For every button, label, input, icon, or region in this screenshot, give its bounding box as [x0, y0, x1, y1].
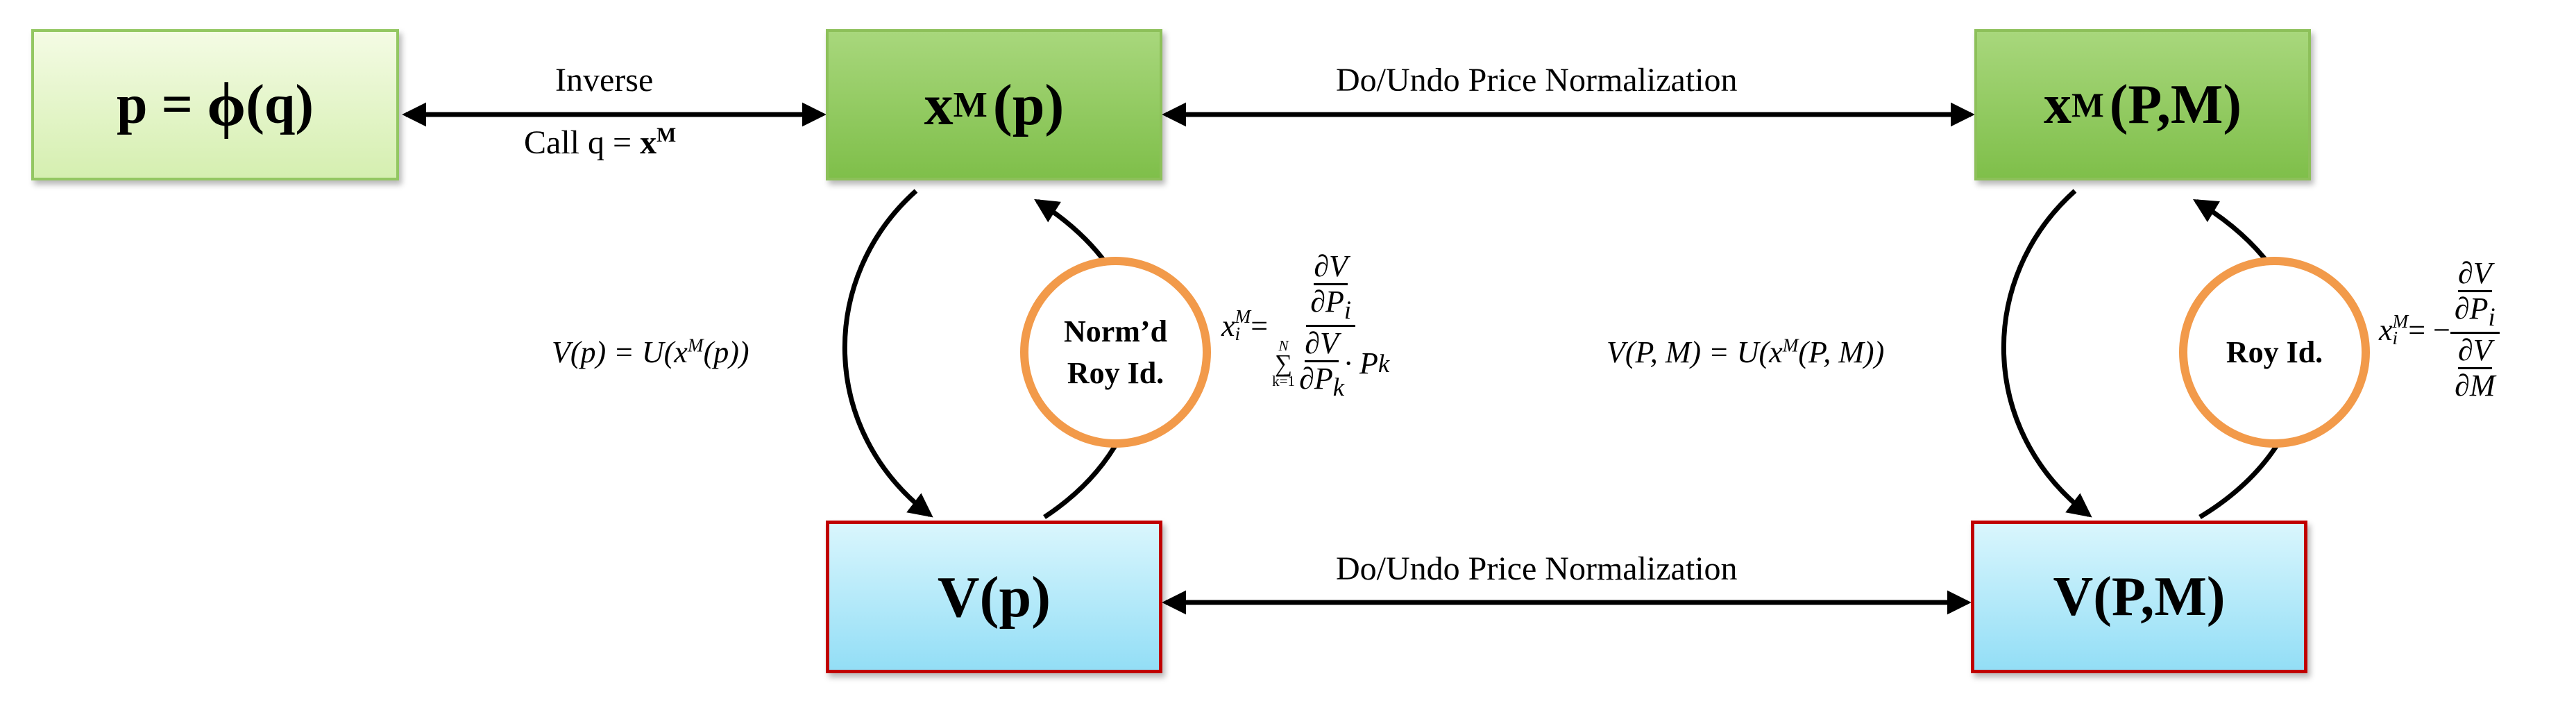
node-xm-pm-args: (P,M) — [2109, 74, 2242, 135]
node-xm-p-base: x — [924, 72, 954, 137]
node-phi-lhs: p = — [116, 74, 194, 135]
node-phi-rhs: (q) — [246, 74, 314, 135]
label-inverse: Inverse — [555, 62, 654, 99]
node-phi-symbol: ϕ — [207, 70, 246, 140]
circle-roy-label: Roy Id. — [2226, 335, 2323, 369]
circle-roy: Roy Id. — [2179, 257, 2370, 448]
label-normalization-bottom: Do/Undo Price Normalization — [1336, 550, 1738, 587]
circle-normd-line2: Roy Id. — [1067, 355, 1164, 390]
equation-v-left: V(p) = U(xM(p)) — [552, 335, 749, 369]
node-v-p: V(p) — [826, 521, 1162, 673]
node-xm-p-args: (p) — [992, 72, 1065, 137]
node-v-pm: V(P,M) — [1971, 521, 2307, 673]
node-xm-pm-sup: M — [2071, 85, 2104, 124]
node-v-p-text: V(p) — [937, 564, 1051, 630]
circle-normd-roy: Norm’d Roy Id. — [1020, 257, 1211, 448]
label-call: Call q = xM — [524, 124, 677, 161]
circle-normd-line1: Norm’d — [1063, 314, 1168, 349]
label-normalization-top: Do/Undo Price Normalization — [1336, 62, 1738, 99]
node-phi: p = ϕ(q) — [31, 29, 399, 180]
node-v-pm-text: V(P,M) — [2053, 566, 2226, 627]
arrow-left-down — [842, 189, 933, 518]
node-xm-p-sup: M — [953, 85, 988, 125]
equation-v-right: V(P, M) = U(xM(P, M)) — [1607, 335, 1885, 369]
node-xm-pm-base: x — [2043, 74, 2071, 135]
arrow-right-down — [2001, 189, 2092, 518]
